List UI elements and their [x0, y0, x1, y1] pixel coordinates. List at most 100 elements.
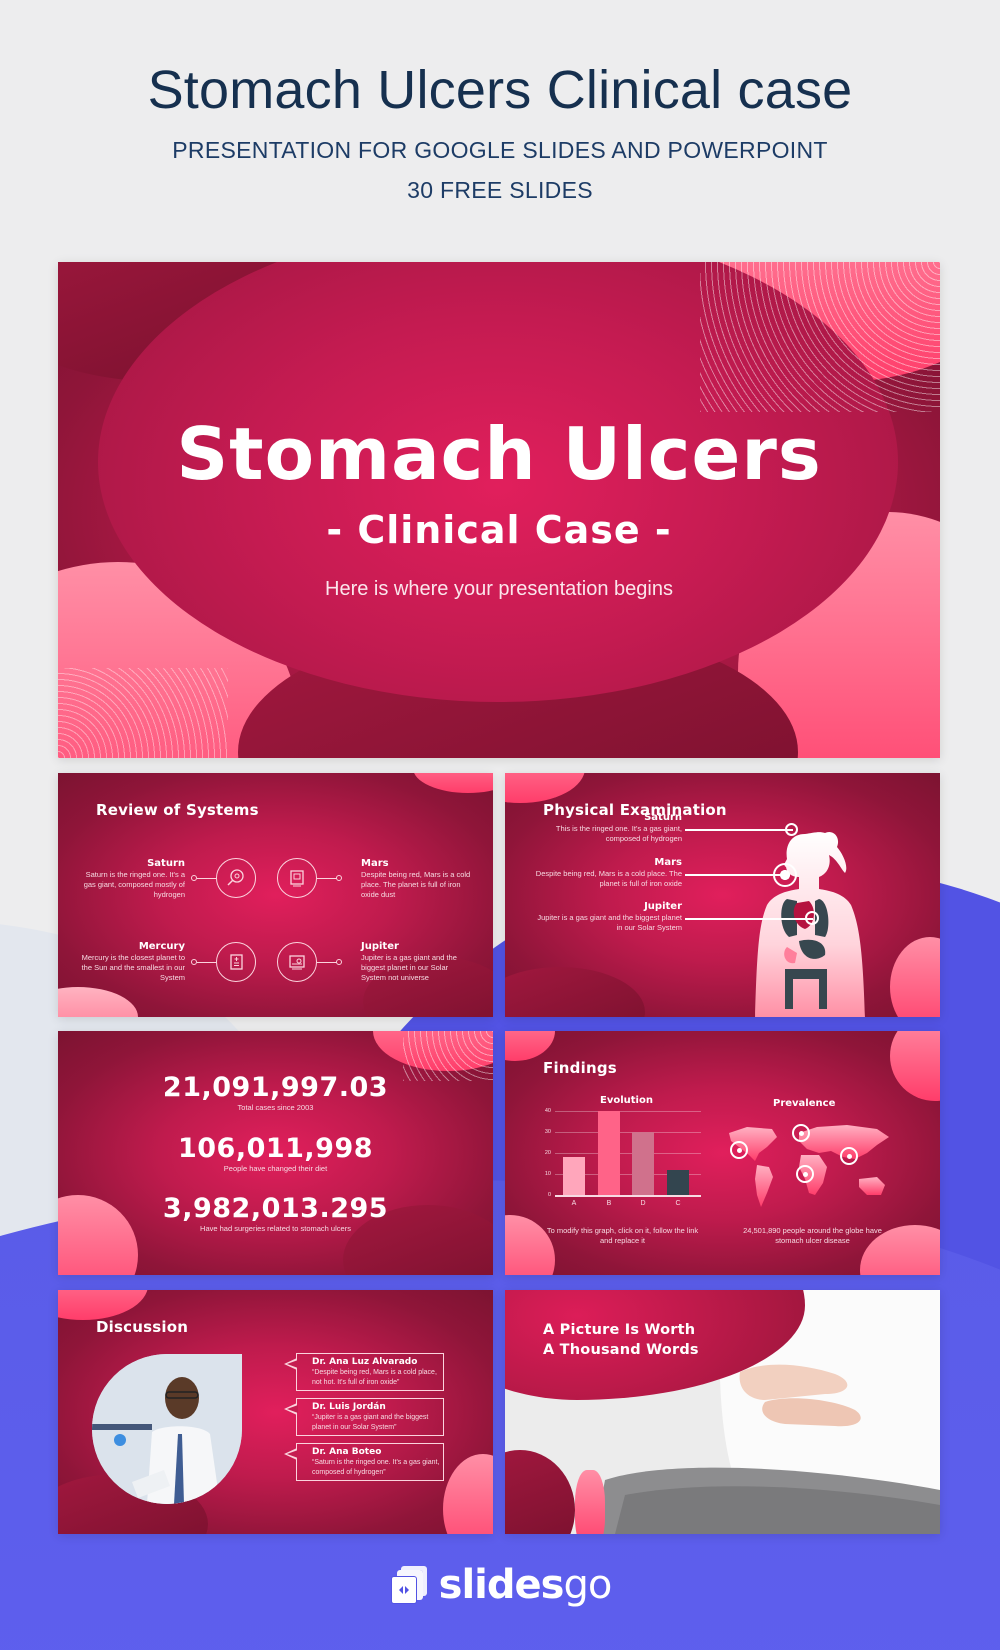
- map-marker-africa[interactable]: [796, 1165, 814, 1183]
- x-tick: A: [571, 1200, 577, 1207]
- stat-label: People have changed their diet: [223, 1164, 328, 1173]
- y-tick: 10: [544, 1171, 551, 1177]
- item-text: Despite being red, Mars is a cold place.…: [535, 869, 682, 888]
- map-marker-europe[interactable]: [792, 1124, 810, 1142]
- item-text: Jupiter is a gas giant and the biggest p…: [537, 913, 682, 932]
- quote-text: “Despite being red, Mars is a cold place…: [312, 1369, 437, 1386]
- gridline: [555, 1111, 701, 1112]
- slidesgo-logo[interactable]: slidesgo: [0, 1562, 1000, 1608]
- item-text: Saturn is the ringed one. It's a gas gia…: [83, 870, 185, 899]
- gridline: [555, 1153, 701, 1154]
- item-text: Mercury is the closest planet to the Sun…: [81, 953, 185, 982]
- stat-label: Total cases since 2003: [237, 1103, 314, 1112]
- slidesgo-wordmark: slidesgo: [438, 1562, 613, 1608]
- slide-physical-examination[interactable]: Physical Examination Saturn This is the …: [505, 773, 940, 1017]
- bar-d[interactable]: [632, 1132, 654, 1195]
- title-line-1: A Picture Is Worth: [543, 1322, 696, 1338]
- stat-value: 21,091,997.03: [162, 1072, 389, 1103]
- quote-author: Dr. Ana Boteo: [312, 1447, 382, 1457]
- y-tick: 40: [544, 1108, 551, 1114]
- item-heading: Mars: [361, 858, 389, 869]
- header: Stomach Ulcers Clinical case PRESENTATIO…: [0, 55, 1000, 205]
- lab-machine-icon: [277, 942, 317, 982]
- item-text: This is the ringed one. It's a gas giant…: [555, 824, 682, 843]
- y-tick: 0: [547, 1192, 551, 1198]
- decor-blob: [98, 262, 898, 702]
- decor-blob: [890, 937, 940, 1017]
- quote-bubble: Dr. Luis Jordán “Jupiter is a gas giant …: [284, 1398, 444, 1436]
- slide-statistics[interactable]: 21,091,997.03 Total cases since 2003 106…: [58, 1031, 493, 1275]
- ros-item-mercury: Mercury Mercury is the closest planet to…: [75, 940, 185, 983]
- bar-a[interactable]: [563, 1157, 585, 1195]
- x-tick: B: [606, 1200, 612, 1207]
- connector-dot: [336, 875, 342, 881]
- map-title: Prevalence: [773, 1098, 836, 1109]
- connector-dot: [191, 875, 197, 881]
- connector-dot: [191, 959, 197, 965]
- slide-review-of-systems[interactable]: Review of Systems Saturn Saturn is the r…: [58, 773, 493, 1017]
- target-marker: [773, 863, 797, 887]
- cover-subtitle: - Clinical Case -: [326, 508, 672, 552]
- decor-blob: [58, 1290, 148, 1320]
- decor-blob: [575, 1470, 605, 1534]
- quote-author: Dr. Ana Luz Alvarado: [312, 1357, 418, 1367]
- magnifier-virus-icon: [216, 858, 256, 898]
- map-caption: 24,501,890 people around the globe have …: [743, 1226, 882, 1245]
- quote-bubble: Dr. Ana Luz Alvarado “Despite being red,…: [284, 1353, 444, 1391]
- item-text: Jupiter is a gas giant and the biggest p…: [361, 953, 457, 982]
- item-heading: Jupiter: [361, 941, 399, 952]
- doctor-photo: [92, 1354, 242, 1504]
- pe-item-jupiter: Jupiter Jupiter is a gas giant and the b…: [532, 900, 682, 933]
- quote-bubble: Dr. Ana Boteo “Saturn is the ringed one.…: [284, 1443, 444, 1481]
- item-heading: Saturn: [644, 812, 682, 823]
- stat-value: 3,982,013.295: [162, 1193, 389, 1224]
- slide-cover[interactable]: Stomach Ulcers - Clinical Case - Here is…: [58, 262, 940, 758]
- slide-picture[interactable]: A Picture Is Worth A Thousand Words: [505, 1290, 940, 1534]
- bar-b[interactable]: [598, 1111, 620, 1195]
- connector-line: [197, 962, 217, 964]
- bar-c[interactable]: [667, 1170, 689, 1195]
- connector-line: [317, 962, 337, 964]
- decor-blob: [505, 1031, 555, 1061]
- cover-title: Stomach Ulcers: [176, 412, 822, 496]
- pointer-line: [685, 918, 813, 920]
- y-tick: 20: [544, 1150, 551, 1156]
- medical-report-icon: [216, 942, 256, 982]
- chart-caption: To modify this graph, click on it, follo…: [546, 1226, 699, 1245]
- quote-text: “Jupiter is a gas giant and the biggest …: [312, 1414, 429, 1431]
- slide-title: A Picture Is Worth A Thousand Words: [543, 1320, 699, 1360]
- item-heading: Mars: [654, 857, 682, 868]
- target-marker: [805, 911, 819, 925]
- item-heading: Mercury: [138, 941, 185, 952]
- decor-lines: [700, 262, 940, 412]
- ros-item-saturn: Saturn Saturn is the ringed one. It's a …: [75, 857, 185, 900]
- slide-discussion[interactable]: Discussion Dr. Ana Luz Alvarado “Despite…: [58, 1290, 493, 1534]
- stat-value: 106,011,998: [177, 1133, 374, 1164]
- target-marker: [785, 823, 798, 836]
- slide-title: Findings: [543, 1059, 617, 1077]
- slide-findings[interactable]: Findings Evolution 40 30 20 10 0 A B D C…: [505, 1031, 940, 1275]
- bar-chart[interactable]: 40 30 20 10 0 A B D C: [541, 1108, 701, 1207]
- decor-blob: [505, 967, 645, 1017]
- item-text: Despite being red, Mars is a cold place.…: [361, 870, 471, 899]
- stat-diet-change: 106,011,998 People have changed their di…: [58, 1133, 493, 1174]
- map-marker-americas[interactable]: [730, 1141, 748, 1159]
- stat-total-cases: 21,091,997.03 Total cases since 2003: [58, 1072, 493, 1113]
- quote-text: “Saturn is the ringed one. It's a gas gi…: [312, 1459, 440, 1476]
- decor-blob: [413, 773, 493, 793]
- slide-title: Discussion: [96, 1318, 189, 1336]
- slidesgo-logo-icon: [390, 1566, 427, 1604]
- connector-line: [197, 878, 217, 880]
- slide-count: 30 FREE SLIDES: [407, 177, 593, 203]
- map-marker-asia[interactable]: [840, 1147, 858, 1165]
- pe-item-mars: Mars Despite being red, Mars is a cold p…: [532, 856, 682, 889]
- decor-blob: [505, 773, 585, 803]
- decor-blob: [443, 1454, 493, 1534]
- page-subtitle: PRESENTATION FOR GOOGLE SLIDES AND POWER…: [172, 137, 828, 163]
- decor-blob: [58, 987, 138, 1017]
- x-tick: D: [640, 1200, 646, 1207]
- title-line-2: A Thousand Words: [543, 1342, 699, 1358]
- world-map: [729, 1125, 889, 1207]
- decor-blob: [890, 1031, 940, 1101]
- medical-monitor-icon: [277, 858, 317, 898]
